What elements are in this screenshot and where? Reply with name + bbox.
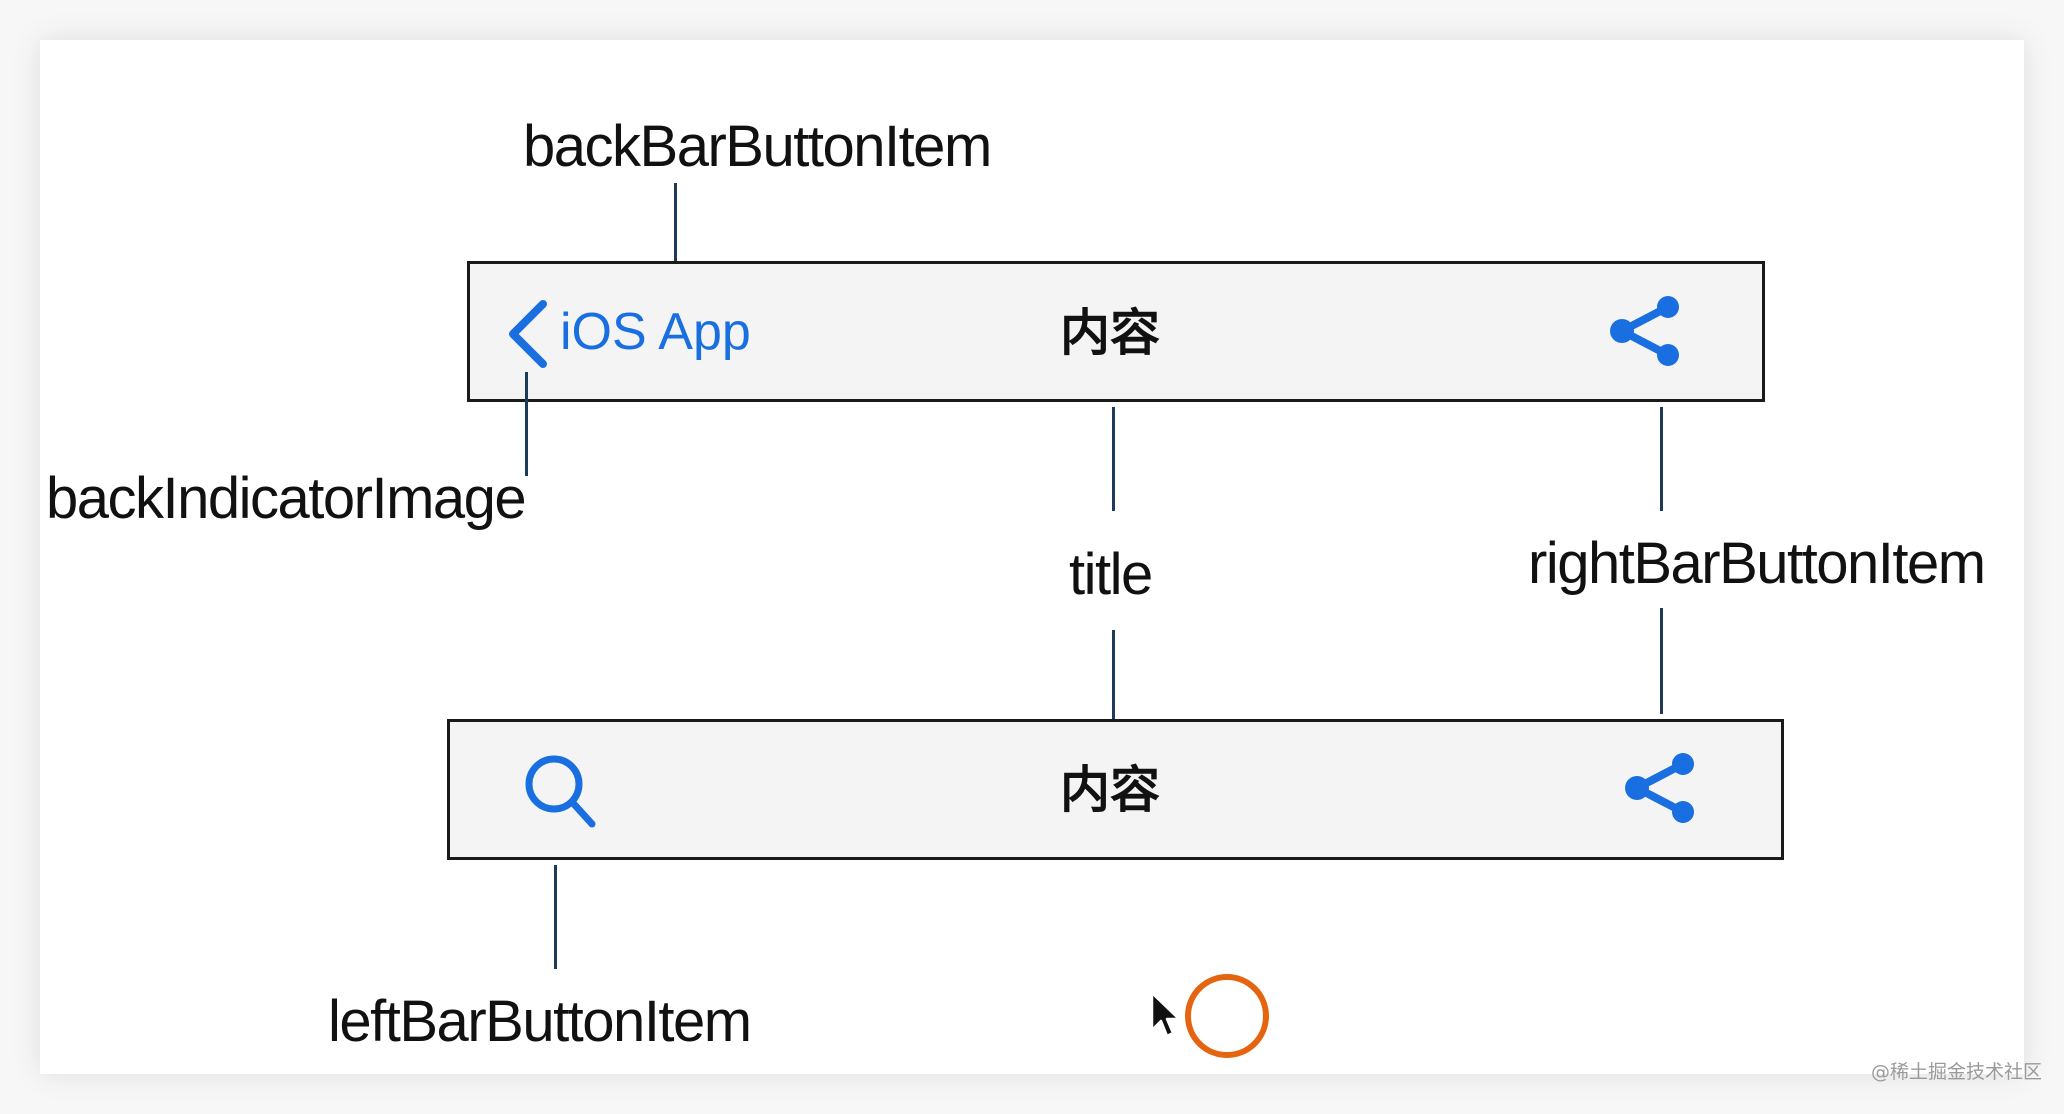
label-left-bar-button-item: leftBarButtonItem [328,989,752,1054]
share-icon[interactable] [1623,750,1699,826]
search-icon[interactable] [522,752,600,830]
navigation-bar-top [467,261,1765,402]
back-button-label[interactable]: iOS App [560,303,751,361]
label-title: title [1069,542,1153,607]
leader-line-back-indicator-image [525,372,528,476]
leader-line-right-bar-upper [1660,407,1663,511]
mouse-pointer-icon [1150,991,1181,1038]
leader-line-right-bar-lower [1660,608,1663,714]
nav-title-top: 内容 [1060,304,1160,362]
label-back-indicator-image: backIndicatorImage [46,466,527,531]
leader-line-title-lower [1112,630,1115,734]
navigation-bar-bottom [447,719,1784,860]
watermark: @稀土掘金技术社区 [1870,1061,2042,1083]
share-icon[interactable] [1608,293,1684,369]
nav-title-bottom: 内容 [1060,761,1160,819]
click-indicator-circle [1185,974,1269,1058]
diagram-card [40,40,2024,1074]
label-right-bar-button-item: rightBarButtonItem [1528,531,1986,596]
leader-line-title-upper [1112,407,1115,511]
leader-line-left-bar-button-item [554,865,557,969]
chevron-left-icon[interactable] [503,298,553,370]
leader-line-back-bar-button-item [674,183,677,288]
label-back-bar-button-item: backBarButtonItem [523,114,992,179]
